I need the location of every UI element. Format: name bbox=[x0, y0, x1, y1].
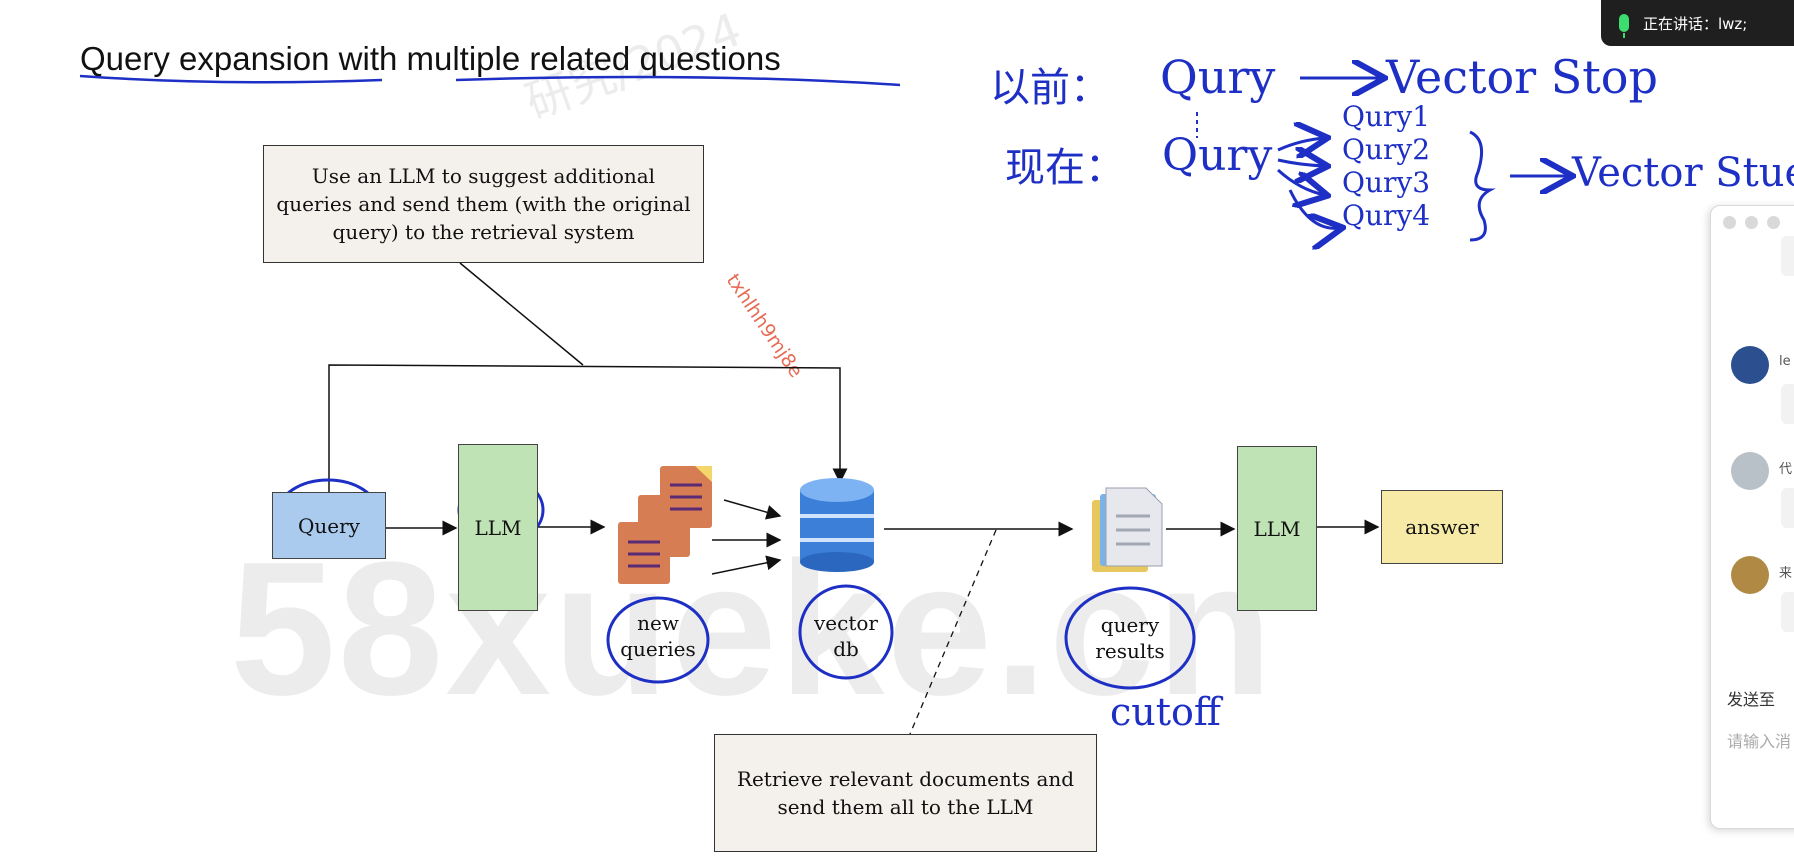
query-label: Query bbox=[298, 513, 360, 538]
hand-before-query: Qury bbox=[1160, 50, 1276, 104]
hand-cutoff: cutoff bbox=[1110, 690, 1221, 734]
hand-sub-query-3: Qury3 bbox=[1342, 166, 1431, 199]
avatar[interactable] bbox=[1731, 346, 1769, 384]
window-close-icon[interactable] bbox=[1723, 216, 1736, 229]
hand-before-label: 以前： bbox=[990, 65, 1110, 111]
microphone-icon bbox=[1619, 14, 1629, 38]
hand-now-query: Qury bbox=[1162, 130, 1273, 181]
chat-bubble bbox=[1781, 236, 1794, 276]
vector-db-icon bbox=[800, 478, 874, 572]
llm-node-2: LLM bbox=[1237, 446, 1317, 611]
new-queries-label: new queries bbox=[620, 611, 696, 661]
send-to-selector[interactable]: 发送至 bbox=[1727, 690, 1776, 709]
slide-title: Query expansion with multiple related qu… bbox=[80, 40, 781, 77]
hand-before-target: Vector Stop bbox=[1386, 50, 1658, 104]
window-minimize-icon[interactable] bbox=[1745, 216, 1758, 229]
hand-sub-query-2: Qury2 bbox=[1342, 133, 1431, 166]
bottom-note: Retrieve relevant documents and send the… bbox=[714, 734, 1097, 852]
query-results-label: query results bbox=[1095, 613, 1165, 663]
chat-message-input[interactable]: 请输入消 bbox=[1727, 732, 1792, 751]
chat-sender-name: le bbox=[1779, 354, 1791, 369]
llm-node-1: LLM bbox=[458, 444, 538, 611]
avatar[interactable] bbox=[1731, 452, 1769, 490]
chat-sender-name: 来 bbox=[1779, 566, 1793, 581]
top-note: Use an LLM to suggest additional queries… bbox=[263, 145, 704, 263]
llm-label-1: LLM bbox=[474, 515, 522, 540]
speaking-indicator: 正在讲话：lwz; bbox=[1601, 0, 1794, 46]
window-zoom-icon[interactable] bbox=[1767, 216, 1780, 229]
hand-sub-query-1: Qury1 bbox=[1342, 100, 1431, 133]
query-results-icon bbox=[1092, 487, 1163, 572]
hand-sub-queries: Qury1 Qury2 Qury3 Qury4 bbox=[1342, 100, 1430, 232]
query-node: Query bbox=[272, 492, 386, 559]
speaking-text: 正在讲话：lwz; bbox=[1643, 14, 1748, 33]
hand-sub-query-4: Qury4 bbox=[1342, 199, 1431, 232]
llm-label-2: LLM bbox=[1253, 516, 1301, 541]
answer-node: answer bbox=[1381, 490, 1503, 564]
vector-db-label: vector db bbox=[814, 611, 878, 661]
chat-bubble bbox=[1781, 592, 1794, 632]
chat-bubble bbox=[1781, 384, 1794, 424]
avatar[interactable] bbox=[1731, 556, 1769, 594]
hand-now-label: 现在： bbox=[1005, 145, 1125, 191]
hand-now-target: Vector Stue bbox=[1572, 150, 1794, 196]
chat-bubble bbox=[1781, 488, 1794, 528]
chat-panel[interactable]: le 代 来 发送至 请输入消 bbox=[1710, 205, 1794, 829]
new-queries-icon bbox=[618, 466, 712, 584]
answer-label: answer bbox=[1405, 515, 1479, 539]
chat-sender-name: 代 bbox=[1779, 462, 1793, 477]
